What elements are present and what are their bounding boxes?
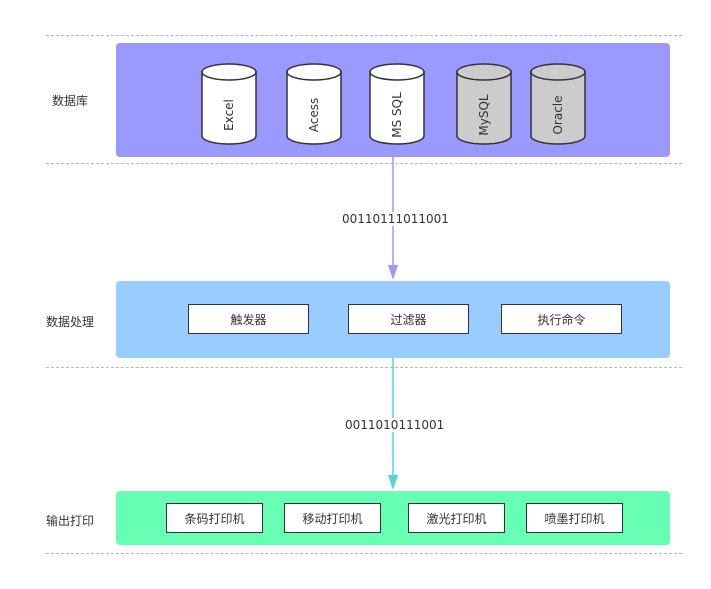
process-filter[interactable]: 过滤器: [348, 304, 469, 334]
printer-mobile[interactable]: 移动打印机: [284, 503, 381, 533]
database-cylinder-mysql[interactable]: MySQL: [456, 63, 512, 145]
cylinder-shape: [456, 63, 512, 145]
database-cylinder-excel[interactable]: Excel: [201, 63, 257, 145]
printer-barcode[interactable]: 条码打印机: [166, 503, 263, 533]
separator-bottom: [46, 553, 682, 554]
cylinder-shape: [369, 63, 425, 145]
flow-bits-processing-to-output: 0011010111001: [343, 418, 447, 432]
row-label-processing: 数据处理: [46, 315, 95, 329]
database-cylinder-oracle[interactable]: Oracle: [530, 63, 586, 145]
cylinder-shape: [286, 63, 342, 145]
arrowhead-icon: [388, 475, 398, 490]
database-cylinder-acess[interactable]: Acess: [286, 63, 342, 145]
printer-inkjet[interactable]: 喷墨打印机: [526, 503, 623, 533]
flow-bits-db-to-processing: 00110111011001: [340, 212, 451, 226]
cylinder-shape: [201, 63, 257, 145]
printer-laser[interactable]: 激光打印机: [408, 503, 505, 533]
separator-proc-bottom: [46, 367, 682, 368]
database-cylinder-mssql[interactable]: MS SQL: [369, 63, 425, 145]
process-execute-command[interactable]: 执行命令: [501, 304, 622, 334]
row-label-database: 数据库: [52, 94, 89, 108]
row-label-output: 输出打印: [46, 514, 95, 528]
separator-db-bottom: [46, 163, 682, 164]
separator-top: [46, 35, 682, 36]
process-trigger[interactable]: 触发器: [188, 304, 309, 334]
cylinder-shape: [530, 63, 586, 145]
arrowhead-icon: [388, 265, 398, 280]
